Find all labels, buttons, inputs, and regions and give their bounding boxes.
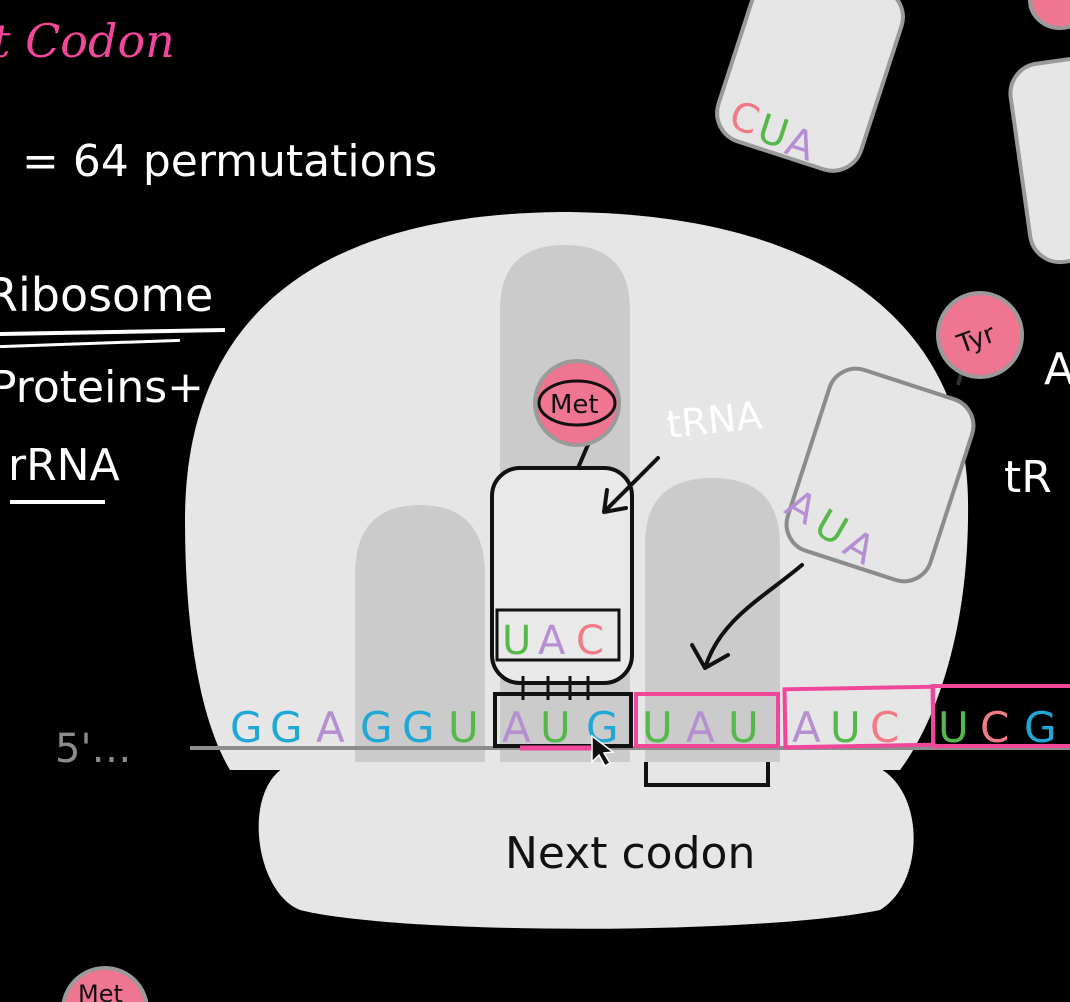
mrna-nucleotide: C bbox=[870, 703, 899, 752]
mouse-cursor bbox=[591, 734, 615, 768]
ribosome-part-rrna: rRNA bbox=[8, 440, 120, 491]
five-prime-label: 5'… bbox=[55, 726, 131, 772]
mrna-nucleotide: G bbox=[270, 703, 303, 752]
trna-label: tRNA bbox=[664, 393, 764, 447]
ribosome-groove-left bbox=[355, 505, 485, 770]
met-amino-acid-bottom: Met bbox=[61, 966, 149, 1002]
ribosome-part-proteins: Proteins+ bbox=[0, 362, 205, 413]
mrna-nucleotide: A bbox=[686, 703, 715, 752]
anticodon-letter: C bbox=[576, 618, 604, 664]
met-amino-acid: Met bbox=[533, 359, 621, 447]
bound-trna: U A C bbox=[490, 439, 634, 700]
met-label: Met bbox=[550, 390, 599, 420]
right-fragment-trna: tR bbox=[1004, 452, 1052, 503]
incoming-trna: A U A bbox=[778, 354, 976, 584]
permutations-note: = 64 permutations bbox=[22, 136, 438, 187]
tyr-amino-acid: Tyr bbox=[936, 291, 1024, 379]
ribosome-small-subunit bbox=[258, 762, 914, 929]
floating-trna-top: C U A bbox=[715, 0, 905, 173]
codon-box-fourth bbox=[931, 684, 1070, 748]
ribosome-heading: Ribosome bbox=[0, 268, 214, 322]
mrna-nucleotide: U bbox=[642, 703, 673, 752]
trna-arrow bbox=[602, 456, 660, 514]
codon-heading-fragment: t Codon bbox=[0, 14, 175, 68]
mrna-nucleotide: U bbox=[448, 703, 479, 752]
next-codon-bracket bbox=[644, 762, 770, 787]
floating-trna-edge bbox=[1008, 0, 1070, 265]
anticodon-letter: U bbox=[502, 618, 531, 664]
mrna-nucleotide: G bbox=[230, 703, 263, 752]
next-codon-label: Next codon bbox=[505, 828, 755, 879]
mrna-nucleotide: A bbox=[316, 703, 345, 752]
rrna-underline bbox=[10, 500, 105, 504]
mrna-nucleotide: G bbox=[1024, 703, 1057, 752]
right-fragment-a: A bbox=[1044, 344, 1070, 395]
codon-box-next bbox=[634, 692, 780, 748]
mrna-nucleotide: U bbox=[540, 703, 571, 752]
mrna-nucleotide: A bbox=[502, 703, 531, 752]
mrna-nucleotide: A bbox=[792, 703, 821, 752]
mrna-nucleotide: G bbox=[360, 703, 393, 752]
svg-text:Met: Met bbox=[78, 980, 123, 1002]
anticodon-letter: A bbox=[538, 618, 566, 664]
mrna-nucleotide: U bbox=[938, 703, 969, 752]
ribosome-groove-right bbox=[645, 478, 780, 770]
mrna-nucleotide: G bbox=[402, 703, 435, 752]
mrna-nucleotide: C bbox=[980, 703, 1009, 752]
incoming-arrow bbox=[690, 563, 804, 670]
mrna-nucleotide: U bbox=[728, 703, 759, 752]
mrna-nucleotide: U bbox=[830, 703, 861, 752]
